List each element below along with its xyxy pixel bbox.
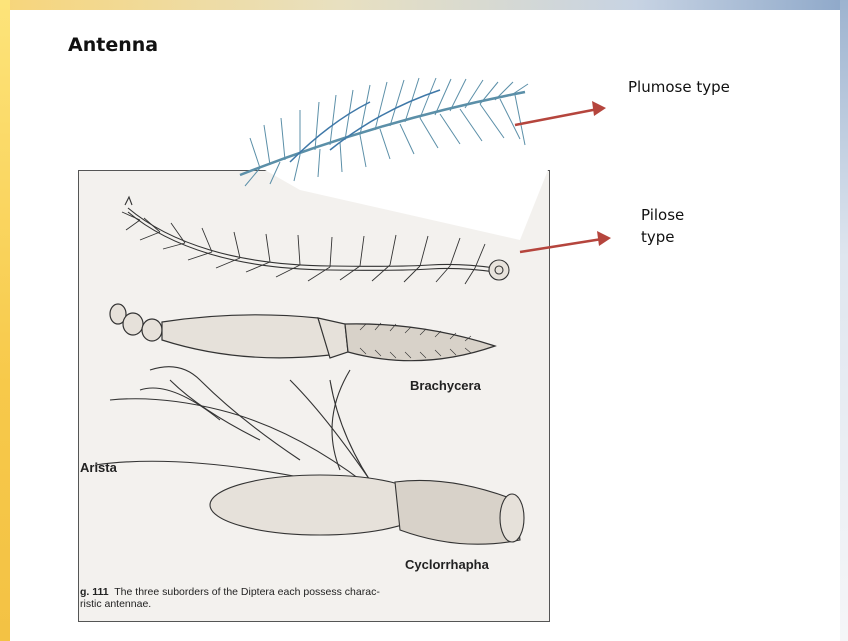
figure-caption: g. 111 The three suborders of the Dipter… [80,586,550,610]
brachycera-label: Brachycera [410,378,481,393]
caption-figure-number: g. 111 [80,586,109,598]
caption-line-1: g. 111 The three suborders of the Dipter… [80,586,550,598]
caption-line-2: ristic antennae. [80,598,550,610]
plumose-type-label: Plumose type [628,76,730,98]
caption-text: The three suborders of the Diptera each … [114,586,380,598]
arista-label: Arista [80,460,117,475]
brachycera-antenna-drawing [110,304,495,361]
pilose-label-line-1: Pilose [641,204,721,226]
pilose-type-label: Pilose type [641,204,721,248]
cyclorrhapha-antenna-drawing [95,367,524,545]
pilose-label-line-2: type [641,226,721,248]
cyclorrhapha-label: Cyclorrhapha [405,557,489,572]
pilose-arrow [520,231,611,252]
